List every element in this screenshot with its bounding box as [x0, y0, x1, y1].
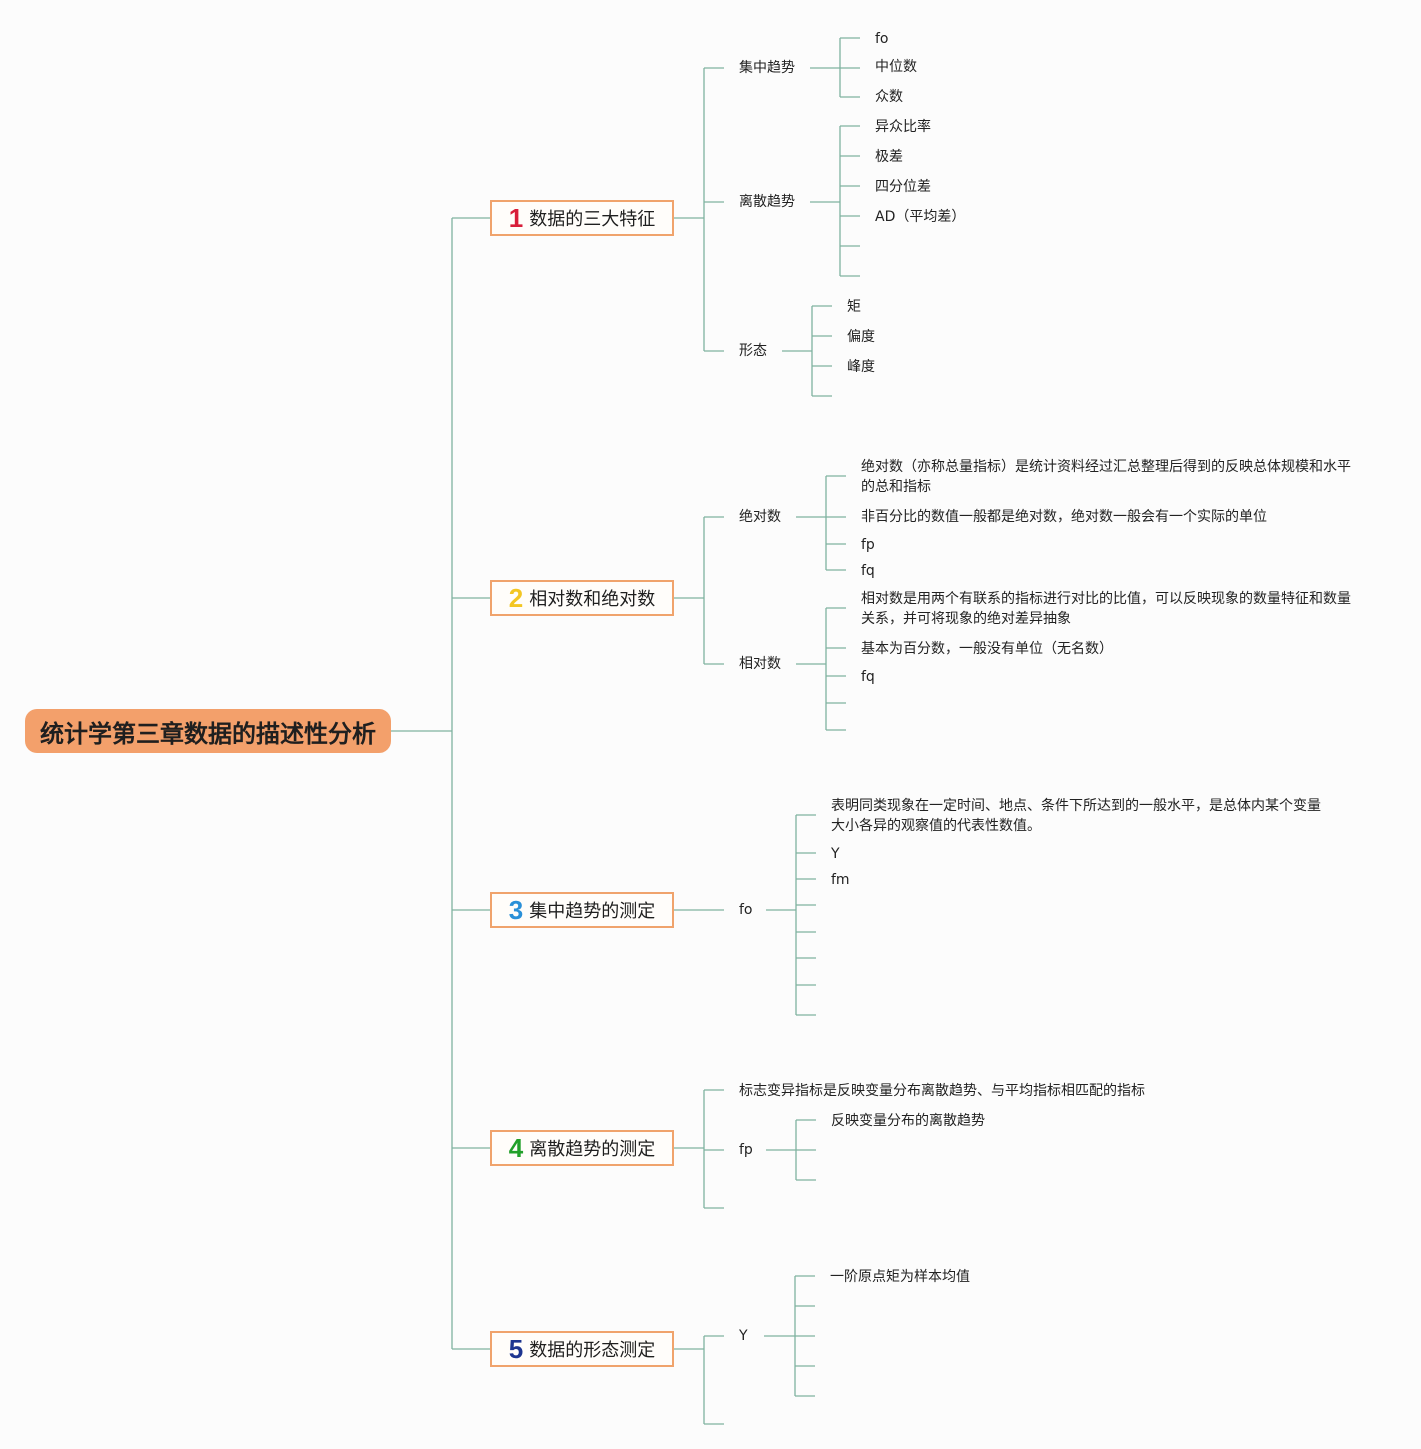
leaf-topic[interactable]: 异众比率: [875, 119, 931, 135]
number-badge: 1: [508, 202, 524, 233]
leaf-topic[interactable]: 中位数: [875, 59, 917, 75]
connector: [810, 37, 860, 98]
subtopic[interactable]: 标志变异指标是反映变量分布离散趋势、与平均指标相匹配的指标: [739, 1083, 1145, 1099]
leaf-topic[interactable]: fm: [831, 872, 850, 888]
number-badge: 2: [508, 582, 524, 613]
branch-topic[interactable]: 5 数据的形态测定: [490, 1331, 674, 1367]
leaf-topic[interactable]: 绝对数（亦称总量指标）是统计资料经过汇总整理后得到的反映总体规模和水平的总和指标: [861, 459, 1351, 495]
branch-label: 相对数和绝对数: [529, 589, 656, 610]
subtopic[interactable]: 离散趋势: [739, 194, 795, 210]
subtopic[interactable]: 绝对数: [739, 509, 781, 525]
number-badge: 5: [508, 1333, 524, 1364]
leaf-topic[interactable]: 基本为百分数，一般没有单位（无名数）: [861, 641, 1113, 657]
connector: [674, 1335, 724, 1425]
leaf-topic[interactable]: 极差: [875, 149, 903, 165]
connector: [766, 1119, 816, 1181]
leaf-topic[interactable]: AD（平均差）: [875, 209, 966, 225]
leaf-topic[interactable]: fq: [861, 669, 875, 685]
connector: [766, 814, 816, 1016]
leaf-topic[interactable]: 一阶原点矩为样本均值: [830, 1269, 970, 1285]
subtopic[interactable]: fp: [739, 1142, 753, 1158]
connector: [674, 1089, 724, 1209]
subtopic[interactable]: Y: [739, 1328, 748, 1344]
connector: [674, 516, 724, 665]
branch-label: 数据的三大特征: [529, 209, 656, 230]
branch-topic[interactable]: 1 数据的三大特征: [490, 200, 674, 236]
subtopic[interactable]: 相对数: [739, 656, 781, 672]
root-topic[interactable]: 统计学第三章数据的描述性分析: [25, 709, 391, 753]
leaf-topic[interactable]: 众数: [875, 89, 903, 105]
branch-label: 数据的形态测定: [529, 1340, 656, 1361]
leaf-topic[interactable]: 四分位差: [875, 179, 931, 195]
connector: [782, 305, 832, 397]
leaf-topic[interactable]: 非百分比的数值一般都是绝对数，绝对数一般会有一个实际的单位: [861, 509, 1267, 525]
connector: [810, 125, 860, 277]
leaf-topic[interactable]: fq: [861, 563, 875, 579]
connector: [452, 217, 490, 1350]
leaf-topic[interactable]: 峰度: [847, 359, 875, 375]
leaf-topic[interactable]: 反映变量分布的离散趋势: [831, 1113, 985, 1129]
connector: [674, 67, 724, 352]
leaf-topic[interactable]: 偏度: [847, 329, 875, 345]
branch-topic[interactable]: 3 集中趋势的测定: [490, 892, 674, 928]
leaf-topic[interactable]: Y: [831, 846, 840, 862]
branch-topic[interactable]: 4 离散趋势的测定: [490, 1130, 674, 1166]
branch-topic[interactable]: 2 相对数和绝对数: [490, 580, 674, 616]
connector: [764, 1275, 815, 1397]
connector: [796, 475, 846, 571]
leaf-topic[interactable]: fp: [861, 537, 875, 553]
leaf-topic[interactable]: 表明同类现象在一定时间、地点、条件下所达到的一般水平，是总体内某个变量大小各异的…: [831, 798, 1321, 834]
branch-label: 集中趋势的测定: [529, 901, 656, 922]
leaf-topic[interactable]: 矩: [847, 299, 861, 315]
leaf-topic[interactable]: 相对数是用两个有联系的指标进行对比的比值，可以反映现象的数量特征和数量关系，并可…: [861, 591, 1351, 627]
number-badge: 3: [508, 894, 524, 925]
subtopic[interactable]: fo: [739, 902, 753, 918]
branch-label: 离散趋势的测定: [529, 1139, 656, 1160]
connector: [796, 607, 846, 731]
number-badge: 4: [508, 1132, 524, 1163]
leaf-topic[interactable]: fo: [875, 31, 889, 47]
subtopic[interactable]: 集中趋势: [739, 60, 795, 76]
subtopic[interactable]: 形态: [739, 343, 767, 359]
